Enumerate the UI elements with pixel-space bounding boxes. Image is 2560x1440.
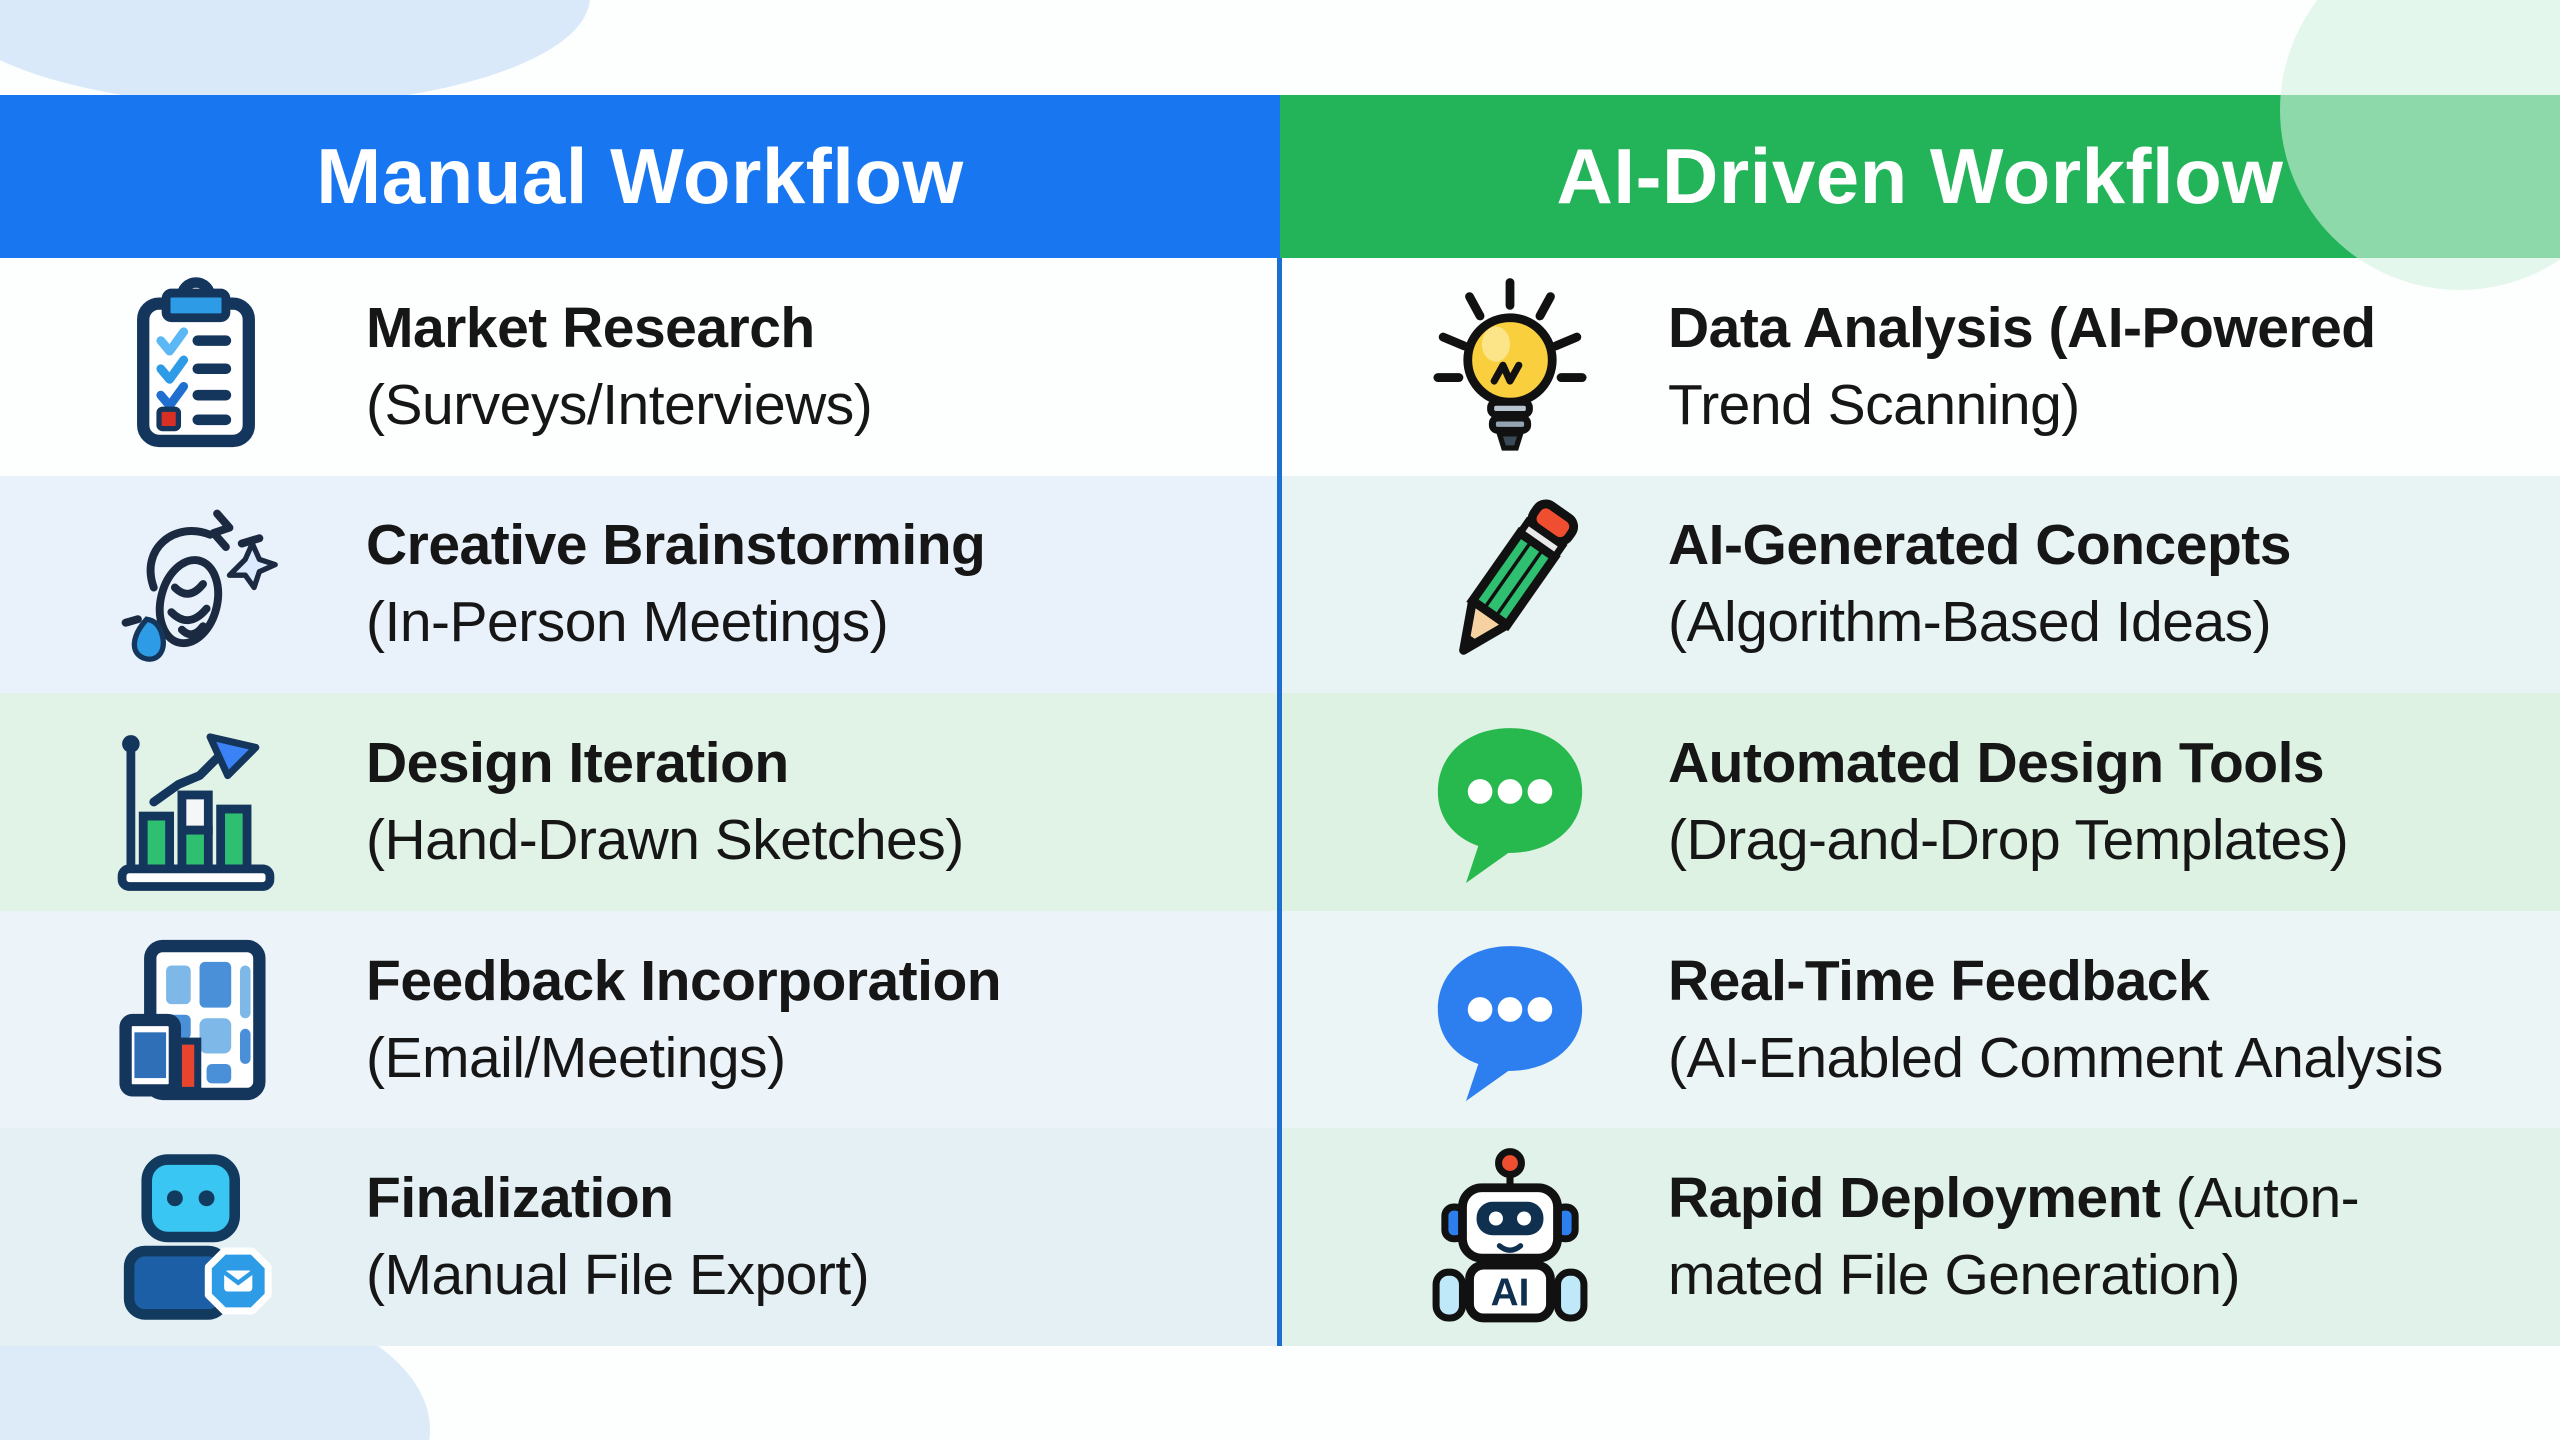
brainstorm-icon	[108, 496, 284, 672]
row-title: Feedback Incorporation	[366, 948, 1002, 1013]
lightbulb-icon	[1422, 277, 1598, 455]
row-text: Creative Brainstorming (In-Person Meeting…	[366, 507, 986, 661]
row-title: Rapid Deployment	[1668, 1166, 2161, 1231]
row-text: Finalization (Manual File Export)	[366, 1160, 870, 1314]
row-text: Design Iteration (Hand-Drawn Sketches)	[366, 725, 964, 879]
bar-chart-icon	[108, 714, 284, 891]
row-text: Rapid Deployment (Auton-mated File Gener…	[1668, 1160, 2360, 1314]
row-subtitle: (Hand-Drawn Sketches)	[366, 807, 964, 872]
row-3-right-cell: Automated Design Tools (Drag-and-Drop Tem…	[1280, 693, 2560, 911]
row-subtitle: (Surveys/Interviews)	[366, 372, 873, 437]
table-row-5: Finalization (Manual File Export) AI Rapid …	[0, 1128, 2560, 1346]
row-title-suffix: (Auton-	[2160, 1166, 2360, 1231]
row-text: Feedback Incorporation (Email/Meetings)	[366, 943, 1002, 1097]
row-subtitle: mated File Generation)	[1668, 1243, 2240, 1308]
ai-robot-icon: AI	[1422, 1148, 1598, 1325]
manual-workflow-header-label: Manual Workflow	[316, 132, 964, 220]
row-5-left-cell: Finalization (Manual File Export)	[0, 1128, 1280, 1346]
row-title: Real-Time Feedback	[1668, 948, 2210, 1013]
row-title: Automated Design Tools	[1668, 730, 2325, 795]
column-headers: Manual Workflow AI-Driven Workflow	[0, 95, 2560, 258]
row-text: Automated Design Tools (Drag-and-Drop Tem…	[1668, 725, 2349, 879]
row-4-left-cell: Feedback Incorporation (Email/Meetings)	[0, 910, 1280, 1129]
row-title: Creative Brainstorming	[366, 513, 986, 578]
row-title: Data Analysis (AI-Powered	[1668, 295, 2376, 360]
row-title: Design Iteration	[366, 730, 789, 795]
robot-export-icon	[108, 1149, 284, 1325]
clipboard-icon	[108, 277, 284, 455]
manual-workflow-header: Manual Workflow	[0, 95, 1280, 258]
ai-robot-label: AI	[1491, 1272, 1530, 1315]
row-subtitle: (In-Person Meetings)	[366, 590, 889, 655]
column-divider-line	[1277, 258, 1282, 1346]
row-subtitle: (Email/Meetings)	[366, 1025, 786, 1090]
row-2-right-cell: AI-Generated Concepts (Algorithm-Based Id…	[1280, 475, 2560, 694]
row-text: Market Research (Surveys/Interviews)	[366, 290, 873, 444]
row-text: Real-Time Feedback (AI-Enabled Comment An…	[1668, 943, 2443, 1097]
table-row-3: Design Iteration (Hand-Drawn Sketches) Aut…	[0, 693, 2560, 911]
wireframe-icon	[108, 932, 284, 1108]
row-2-left-cell: Creative Brainstorming (In-Person Meeting…	[0, 475, 1280, 694]
row-4-right-cell: Real-Time Feedback (AI-Enabled Comment An…	[1280, 910, 2560, 1129]
chat-bubble-green-icon	[1422, 714, 1598, 890]
row-text: AI-Generated Concepts (Algorithm-Based Id…	[1668, 507, 2291, 661]
ai-workflow-header-label: AI-Driven Workflow	[1556, 132, 2284, 220]
row-1-left-cell: Market Research (Surveys/Interviews)	[0, 258, 1280, 476]
row-subtitle: Trend Scanning)	[1668, 372, 2080, 437]
comparison-rows: Market Research (Surveys/Interviews) Data …	[0, 258, 2560, 1346]
row-title: Market Research	[366, 295, 815, 360]
row-subtitle: (Algorithm-Based Ideas)	[1668, 590, 2272, 655]
pencil-icon	[1422, 496, 1598, 672]
row-subtitle: (Drag-and-Drop Templates)	[1668, 807, 2349, 872]
row-title: AI-Generated Concepts	[1668, 513, 2291, 578]
table-row-4: Feedback Incorporation (Email/Meetings) Re…	[0, 910, 2560, 1129]
row-subtitle: (Manual File Export)	[366, 1243, 870, 1308]
row-subtitle: (AI-Enabled Comment Analysis	[1668, 1025, 2443, 1090]
table-row-2: Creative Brainstorming (In-Person Meeting…	[0, 475, 2560, 694]
chat-bubble-blue-icon	[1422, 932, 1598, 1108]
table-row-1: Market Research (Surveys/Interviews) Data …	[0, 258, 2560, 476]
row-title: Finalization	[366, 1166, 674, 1231]
row-5-right-cell: AI Rapid Deployment (Auton-mated File Gen…	[1280, 1128, 2560, 1346]
row-3-left-cell: Design Iteration (Hand-Drawn Sketches)	[0, 693, 1280, 911]
decorative-blob-top-left	[0, 0, 590, 106]
